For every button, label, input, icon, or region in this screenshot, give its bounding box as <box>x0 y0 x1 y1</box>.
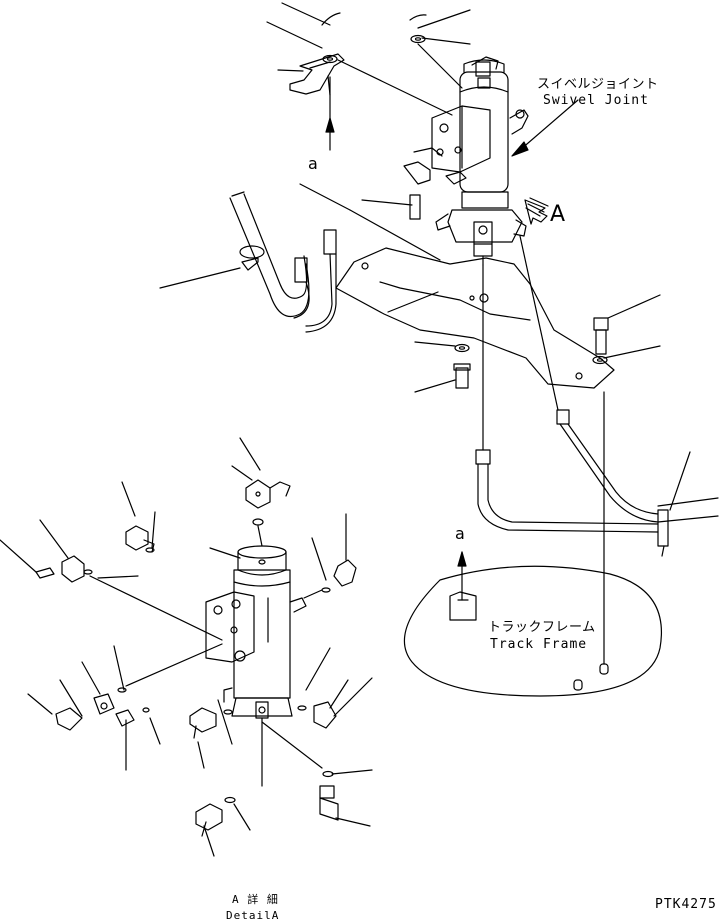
swivel-arrow <box>511 99 579 157</box>
detail-a-label-en: DetailA <box>226 909 280 922</box>
bolt-under-plate <box>453 343 471 389</box>
hose-loop <box>229 191 337 333</box>
swivel-joint-label-jp: スイベルジョイント <box>537 77 659 92</box>
section-line-top <box>299 183 441 261</box>
detail-a-fittings <box>35 479 357 837</box>
track-frame-label-jp: トラックフレーム <box>488 620 596 635</box>
section-a-top-label: a <box>308 154 318 173</box>
detail-a-leaders <box>0 437 373 857</box>
washer-top-right <box>409 14 427 44</box>
swivel-joint-label-en: Swivel Joint <box>543 93 649 108</box>
mounting-plate <box>335 247 615 389</box>
track-frame-outline <box>403 565 662 697</box>
swivel-joint-assembly <box>403 56 529 266</box>
section-a-bottom-label: a <box>455 524 465 543</box>
washer-top-left <box>321 12 341 64</box>
vertical-hoses <box>475 235 719 665</box>
drawing-number: PTK4275 <box>655 897 717 912</box>
track-frame-label-en: Track Frame <box>490 637 588 652</box>
view-a-arrow <box>524 197 549 225</box>
detail-a-label-jp: A 詳 細 <box>232 893 279 906</box>
view-a-label: A <box>550 202 566 227</box>
detail-a-swivel-body <box>205 545 307 787</box>
bolt-right <box>592 317 609 365</box>
leader-lines-top <box>159 2 661 393</box>
arrow-up-top <box>325 76 335 151</box>
